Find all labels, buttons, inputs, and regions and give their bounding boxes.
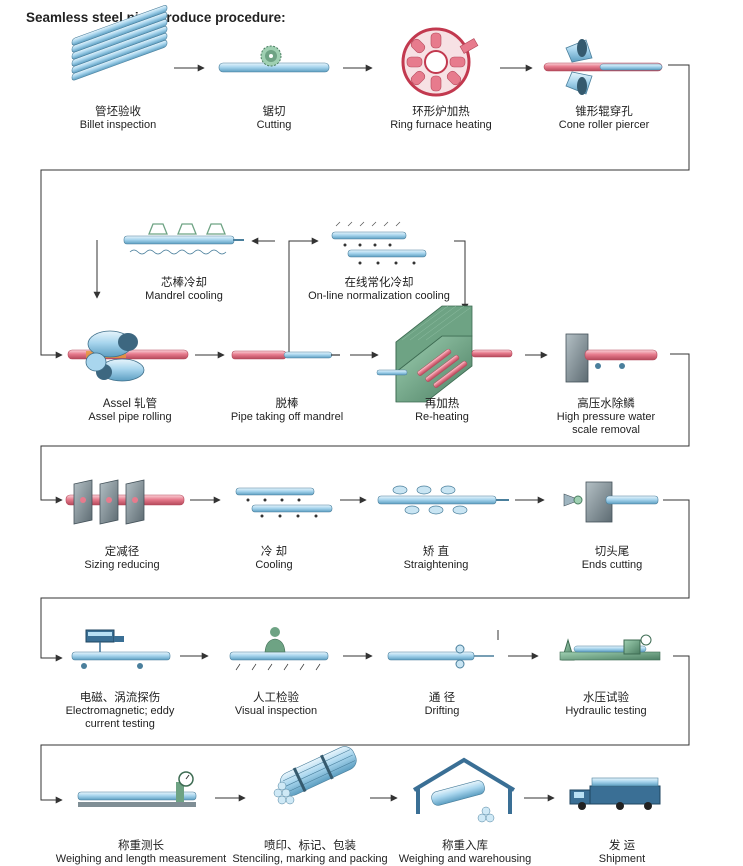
ring-furnace-icon bbox=[401, 27, 479, 97]
step-drifting: 通 径 Drifting bbox=[380, 692, 504, 718]
step-label-en: Re-heating bbox=[415, 411, 469, 423]
step-weighing-and-warehousing: 称重入库 Weighing and warehousing bbox=[394, 840, 536, 866]
step-label-en: Cutting bbox=[256, 119, 292, 131]
step-label-zh: 发 运 bbox=[608, 840, 636, 852]
step-billet-inspection: 管坯验收 Billet inspection bbox=[58, 106, 178, 132]
step-label-en: Visual inspection bbox=[234, 705, 318, 717]
step-ring-furnace-heating: 环形炉加热 Ring furnace heating bbox=[376, 106, 506, 132]
step-label-en: Ring furnace heating bbox=[390, 119, 492, 131]
saw-blade-icon bbox=[218, 45, 330, 73]
step-label-zh: 芯棒冷却 bbox=[161, 277, 207, 289]
step-label-en: Assel pipe rolling bbox=[88, 411, 172, 423]
step-label-en: Pipe taking off mandrel bbox=[230, 411, 344, 423]
step-label-zh: 通 径 bbox=[428, 692, 456, 704]
step-label-zh: 管坯验收 bbox=[95, 106, 141, 118]
step-mandrel-cooling: 芯棒冷却 Mandrel cooling bbox=[122, 277, 246, 303]
step-label-zh: 称重测长 bbox=[118, 840, 164, 852]
step-cone-roller-piercer: 锥形辊穿孔 Cone roller piercer bbox=[542, 106, 666, 132]
step-label-zh: 锯切 bbox=[262, 106, 286, 118]
step-label-zh: 环形炉加热 bbox=[412, 106, 470, 118]
step-stenciling-marking-packing: 喷印、标记、包装 Stenciling, marking and packing bbox=[230, 840, 390, 866]
step-straightening: 矫 直 Straightening bbox=[374, 546, 498, 572]
cone-roller-icon bbox=[543, 39, 663, 95]
step-label-zh: 冷 却 bbox=[260, 546, 288, 558]
hydraulic-tester-icon bbox=[559, 634, 661, 661]
step-cutting: 锯切 Cutting bbox=[214, 106, 334, 132]
row-connector bbox=[40, 655, 690, 804]
step-label-zh: 喷印、标记、包装 bbox=[264, 840, 356, 852]
assel-mill-icon bbox=[67, 330, 189, 382]
step-weighing-and-length-measurement: 称重测长 Weighing and length measurement bbox=[52, 840, 230, 866]
step-electromagnetic-eddy-current-testing: 电磁、涡流探伤 Electromagnetic; eddy current te… bbox=[60, 692, 180, 731]
flow-lines bbox=[40, 64, 690, 804]
step-label-en: Straightening bbox=[403, 559, 469, 571]
step-label-en: Cone roller piercer bbox=[558, 119, 650, 131]
inspector-icon bbox=[229, 627, 329, 671]
step-label-zh: 再加热 bbox=[424, 398, 460, 410]
step-label-en: Ends cutting bbox=[581, 559, 643, 571]
step-label-zh: 高压水除鳞 bbox=[577, 398, 635, 410]
row-connector bbox=[40, 353, 690, 504]
step-high-pressure-water-scale-removal: 高压水除鳞 High pressure water scale removal bbox=[548, 398, 664, 437]
step-cooling: 冷 却 Cooling bbox=[212, 546, 336, 572]
step-label-en: On-line normalization cooling bbox=[308, 290, 450, 302]
step-label-zh: 称重入库 bbox=[442, 840, 488, 852]
step-label-en: Stenciling, marking and packing bbox=[232, 853, 388, 865]
step-label-zh: 定减径 bbox=[104, 546, 140, 558]
step-label-en: Electromagnetic; eddy current testing bbox=[65, 705, 175, 730]
step-ends-cutting: 切头尾 Ends cutting bbox=[550, 546, 674, 572]
step-label-en: Cooling bbox=[255, 559, 293, 571]
step-label-en: Shipment bbox=[598, 853, 646, 865]
flow-arrow bbox=[40, 200, 63, 359]
mandrel-extraction-icon bbox=[231, 350, 340, 360]
step-label-en: Weighing and warehousing bbox=[398, 853, 532, 865]
flow-arrow bbox=[454, 240, 469, 311]
flow-arrow bbox=[288, 237, 319, 355]
step-hydraulic-testing: 水压试验 Hydraulic testing bbox=[544, 692, 668, 718]
step-label-zh: Assel 轧管 bbox=[102, 398, 158, 410]
row-connector bbox=[40, 64, 690, 200]
step-label-en: Sizing reducing bbox=[84, 559, 160, 571]
step-label-zh: 锥形辊穿孔 bbox=[575, 106, 633, 118]
eddy-current-tester-icon bbox=[71, 629, 171, 669]
end-cutter-icon bbox=[563, 481, 659, 523]
step-label-zh: 脱棒 bbox=[275, 398, 299, 410]
straightener-icon bbox=[377, 485, 509, 515]
step-assel-pipe-rolling: Assel 轧管 Assel pipe rolling bbox=[68, 398, 192, 424]
step-label-en: Billet inspection bbox=[79, 119, 157, 131]
cooling-bed-icon bbox=[235, 487, 333, 518]
sizing-mill-icon bbox=[65, 479, 185, 525]
step-online-normalization-cooling: 在线常化冷却 On-line normalization cooling bbox=[296, 277, 462, 303]
step-label-en: Weighing and length measurement bbox=[55, 853, 227, 865]
pipe-bundle-icon bbox=[273, 746, 357, 805]
descaler-icon bbox=[565, 333, 658, 383]
step-label-zh: 水压试验 bbox=[583, 692, 629, 704]
step-label-zh: 电磁、涡流探伤 bbox=[79, 692, 161, 704]
step-shipment: 发 运 Shipment bbox=[560, 840, 684, 866]
mandrel-cooling-icon bbox=[123, 223, 244, 255]
step-re-heating: 再加热 Re-heating bbox=[380, 398, 504, 424]
step-label-en: Drifting bbox=[424, 705, 460, 717]
step-label-zh: 人工检验 bbox=[253, 692, 299, 704]
step-sizing-reducing: 定减径 Sizing reducing bbox=[60, 546, 184, 572]
step-visual-inspection: 人工检验 Visual inspection bbox=[214, 692, 338, 718]
truck-icon bbox=[569, 777, 661, 810]
step-label-zh: 矫 直 bbox=[422, 546, 450, 558]
row-connector bbox=[40, 499, 690, 662]
step-label-zh: 在线常化冷却 bbox=[344, 277, 414, 289]
normalization-cooling-icon bbox=[331, 221, 427, 265]
step-pipe-taking-off-mandrel: 脱棒 Pipe taking off mandrel bbox=[222, 398, 352, 424]
step-label-zh: 切头尾 bbox=[594, 546, 630, 558]
step-label-en: Mandrel cooling bbox=[145, 290, 223, 302]
weighing-scale-icon bbox=[77, 771, 197, 807]
step-label-en: Hydraulic testing bbox=[565, 705, 647, 717]
reheating-furnace-icon bbox=[376, 305, 513, 403]
drift-gauge-icon bbox=[387, 630, 499, 669]
warehouse-icon bbox=[412, 757, 516, 823]
step-label-en: High pressure water scale removal bbox=[556, 411, 656, 436]
billet-bundle-icon bbox=[71, 5, 168, 81]
